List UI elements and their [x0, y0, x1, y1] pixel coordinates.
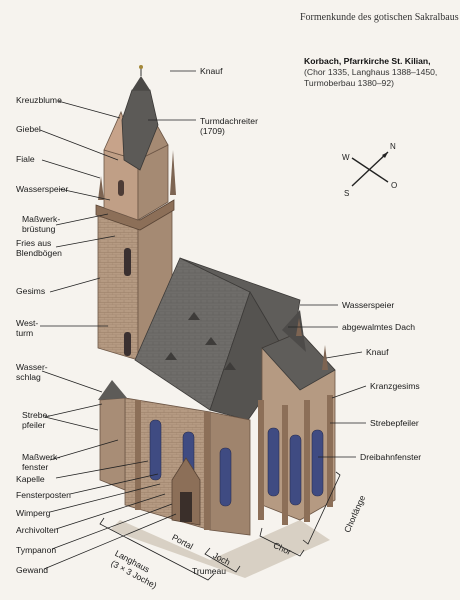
tower-window-2	[124, 332, 131, 356]
label-knauf: Knauf	[366, 347, 389, 357]
dormer-3	[165, 352, 177, 360]
caption-line-2: Turmoberbau 1380–92)	[304, 78, 394, 88]
spire-lantern	[132, 76, 150, 90]
tower-window-1	[124, 248, 131, 276]
label-masswerk-2: brüstung	[22, 224, 56, 234]
label-abgewalmtes-dach: abgewalmtes Dach	[342, 322, 416, 332]
compass-axis-wo	[351, 157, 389, 183]
label-kranzgesims: Kranzgesims	[370, 381, 420, 391]
compass-o: O	[391, 181, 397, 190]
choir-window-1	[267, 427, 280, 497]
label-fiale: Fiale	[16, 154, 35, 164]
spire-knob	[139, 65, 143, 69]
buttress-3	[304, 400, 310, 522]
dormer-2	[205, 337, 217, 345]
caption-line-1: (Chor 1335, Langhaus 1388–1450,	[304, 67, 438, 77]
label-archivolten: Archivolten	[16, 525, 59, 535]
compass-s: S	[344, 189, 349, 198]
label-strebepfeiler-1: Strebe-	[22, 410, 51, 420]
buttress-4	[327, 395, 333, 507]
label-knauf-top: Knauf	[200, 66, 223, 76]
label-masswerkfenster-1: Maßwerk-	[22, 452, 61, 462]
dormer-4	[224, 362, 236, 370]
compass-n: N	[390, 142, 396, 151]
label-westturm-2: turm	[16, 328, 34, 338]
portal	[171, 457, 201, 526]
tower-pinnacle-2	[170, 150, 176, 195]
buttress-5	[204, 412, 210, 530]
label-tympanon: Tympanon	[16, 545, 57, 555]
label-masswerk-1: Maßwerk-	[22, 214, 61, 224]
tower-west-face	[97, 214, 139, 361]
chapel-roof	[98, 380, 127, 400]
ground-shadow	[110, 520, 330, 578]
label-westturm-1: West-	[16, 318, 39, 328]
portal-door	[180, 492, 192, 522]
page-header: Formenkunde des gotischen Sakralbaus	[300, 12, 459, 23]
compass: N O S W	[342, 142, 397, 198]
label-masswerkfenster-2: fenster	[22, 462, 49, 472]
label-kapelle: Kapelle	[16, 474, 45, 484]
label-dreibahnfenster: Dreibahnfenster	[360, 452, 422, 462]
label-gesims: Gesims	[16, 286, 46, 296]
label-strebepfeiler-2: pfeiler	[22, 420, 46, 430]
nave-window-1	[149, 419, 162, 481]
label-fries-2: Blendbögen	[16, 248, 62, 258]
label-wasserschlag-1: Wasser-	[16, 362, 48, 372]
label-gewand: Gewand	[16, 565, 49, 575]
label-turmdachreiter-2: (1709)	[200, 126, 225, 136]
compass-north-arrow	[382, 152, 388, 158]
buttress-2	[282, 405, 288, 525]
label-fensterpfosten: Fensterposten	[16, 490, 71, 500]
buttress-1	[258, 400, 264, 520]
label-wasserspeier-right: Wasserspeier	[342, 300, 395, 310]
label-fries-1: Fries aus	[16, 238, 52, 248]
caption: Korbach, Pfarrkirche St. Kilian, (Chor 1…	[304, 56, 437, 89]
leader-lines	[39, 70, 367, 581]
choir-window-3	[311, 429, 324, 497]
choir-pinnacle	[322, 345, 328, 370]
tower-gallery	[95, 199, 175, 231]
tower-pinnacle-1	[98, 176, 104, 200]
dormer-1	[188, 312, 200, 320]
choir-hip	[282, 310, 306, 352]
label-strebepfeiler-right: Strebepfeiler	[370, 418, 419, 428]
compass-axis-ns	[351, 151, 389, 187]
caption-title: Korbach, Pfarrkirche St. Kilian,	[304, 56, 431, 66]
label-wimperg: Wimperg	[16, 508, 51, 518]
label-turmdachreiter-1: Turmdachreiter	[200, 116, 258, 126]
compass-w: W	[342, 153, 350, 162]
choir-roof	[261, 331, 336, 391]
label-wasserspeier-left: Wasserspeier	[16, 184, 69, 194]
label-kreuzblume: Kreuzblume	[16, 95, 62, 105]
choir-window-2	[289, 434, 302, 506]
label-trumeau: Trumeau	[192, 566, 227, 576]
buttress-6	[135, 400, 141, 510]
tower-window-3	[118, 180, 124, 196]
label-wasserschlag-2: schlag	[16, 372, 41, 382]
nave-window-3	[219, 447, 232, 507]
label-giebel: Giebel	[16, 124, 41, 134]
